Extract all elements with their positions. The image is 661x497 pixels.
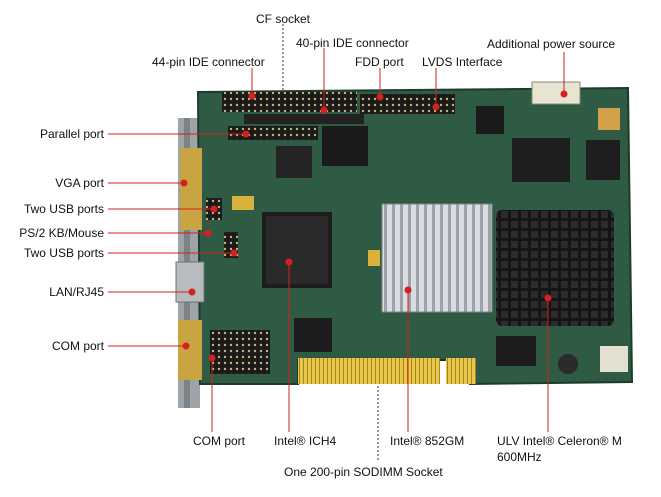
label-usb-ports-2: Two USB ports <box>23 246 104 260</box>
label-cf-socket: CF socket <box>256 12 311 26</box>
label-celeron: ULV Intel® Celeron® M <box>497 434 622 448</box>
label-fdd-port: FDD port <box>355 55 404 69</box>
label-vga-port: VGA port <box>55 176 104 190</box>
label-celeron-speed: 600MHz <box>497 450 542 464</box>
label-com-port-bottom: COM port <box>193 434 246 448</box>
label-sodimm: One 200-pin SODIMM Socket <box>284 465 443 479</box>
label-lan: LAN/RJ45 <box>49 285 104 299</box>
label-44pin-ide: 44-pin IDE connector <box>152 55 265 69</box>
label-40pin-ide: 40-pin IDE connector <box>296 36 409 50</box>
callouts <box>108 24 568 462</box>
label-lvds: LVDS Interface <box>422 55 503 69</box>
label-852gm: Intel® 852GM <box>390 434 465 448</box>
label-parallel-port: Parallel port <box>39 127 104 141</box>
label-ich4: Intel® ICH4 <box>274 434 337 448</box>
motherboard-photo-icon <box>175 81 634 408</box>
label-com-port-left: COM port <box>51 339 104 353</box>
label-power-source: Additional power source <box>487 37 616 51</box>
label-usb-ports-1: Two USB ports <box>23 202 104 216</box>
label-ps2: PS/2 KB/Mouse <box>19 226 104 240</box>
